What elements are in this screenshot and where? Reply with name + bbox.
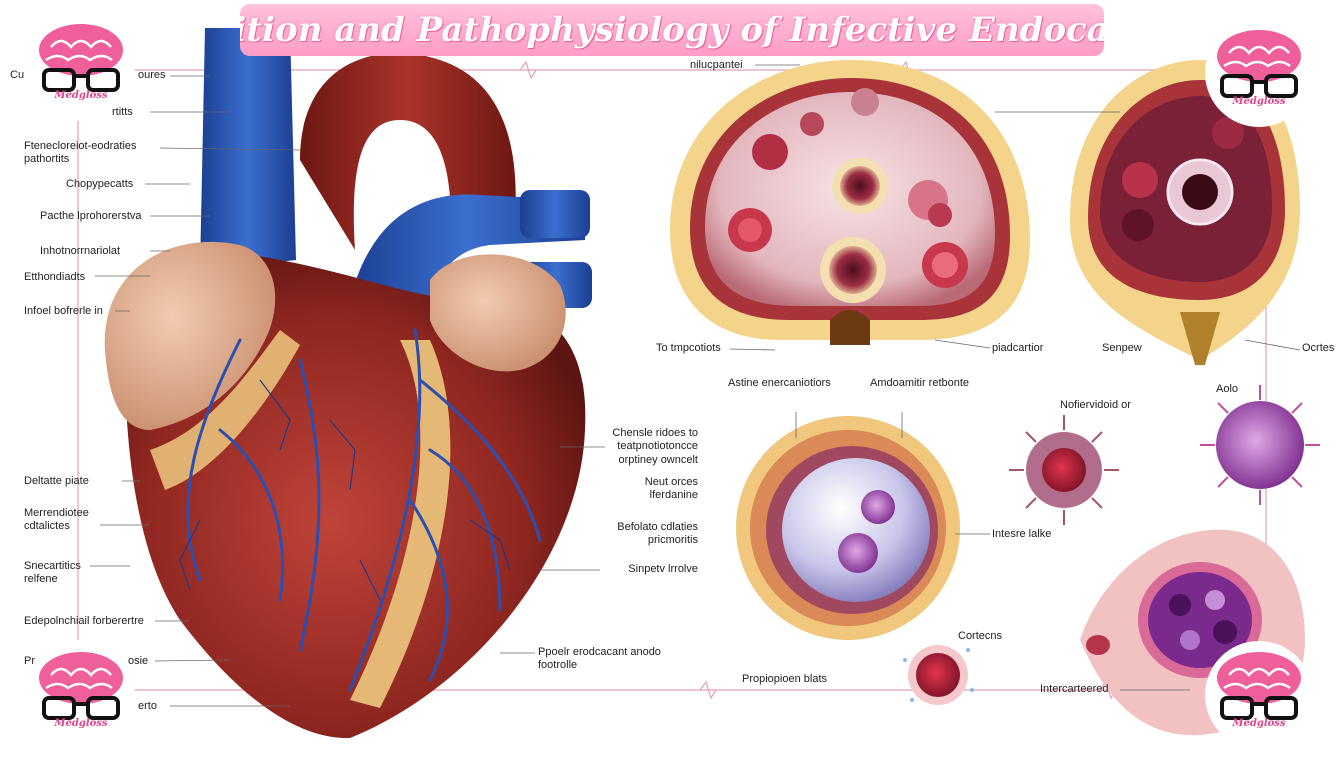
title-banner: Definition and Pathophysiology of Infect…: [240, 4, 1104, 56]
heart-label: Inhotnorrnariolat: [40, 245, 121, 257]
pathogen-small: [903, 645, 974, 705]
heart-label: orptiney owncelt: [618, 454, 699, 466]
brain-glasses-icon: [1205, 641, 1313, 749]
heart-label: Chopypecatts: [66, 178, 134, 190]
pathology-label: Amdoamitir retbonte: [870, 377, 970, 389]
pathology-label: Aolo: [1216, 383, 1239, 395]
heart-label: Snecartitics: [24, 560, 81, 572]
brand-name: Medgloss: [54, 90, 108, 101]
valve-section-1: [670, 60, 1030, 345]
pathology-label: nilucpantei: [690, 59, 743, 71]
coronary-vessels-fine: [179, 379, 511, 601]
coronary-vessels: [186, 328, 542, 692]
heart-label: footrolle: [538, 659, 578, 671]
brain-glasses-icon: [1205, 19, 1313, 127]
heart-label: pricmoritis: [647, 534, 698, 546]
brain-glasses-icon: [27, 641, 135, 749]
pathogen-red: [1009, 415, 1119, 525]
bacteria-cluster-a: [861, 490, 895, 524]
pathology-label: Cortecns: [958, 630, 1003, 642]
lesion-e: [851, 88, 879, 116]
brand-logo-top-right: Medgloss: [1204, 18, 1314, 128]
brand-logo-bottom-left: Medgloss: [26, 640, 136, 750]
heart-label: Pacthe lprohorerstva: [40, 210, 142, 222]
brand-name: Medgloss: [1232, 718, 1286, 729]
page-title: Definition and Pathophysiology of Infect…: [240, 10, 1104, 50]
valve-section-2: [1070, 60, 1300, 365]
brand-logo-top-left: Medgloss: [26, 12, 136, 122]
heart-label: erto: [138, 700, 157, 712]
heart-label: Ftenecloreiot-eodraties: [24, 140, 137, 152]
pathology-label: Intercarteered: [1040, 683, 1109, 695]
pathogen-purple: [1200, 385, 1320, 505]
heart-label: lferdanine: [649, 489, 698, 501]
heart-label: rtitts: [112, 106, 133, 118]
pulmonary-branch-upper: [520, 190, 590, 238]
heart-label: Edepolnchiail forberertre: [24, 615, 144, 627]
heart-label: Deltatte piate: [24, 475, 89, 487]
brand-name: Medgloss: [1232, 96, 1286, 107]
leader-lines-center: [500, 446, 605, 654]
heart-label: teatpnotiotoncce: [617, 440, 698, 452]
lesion-f: [800, 112, 824, 136]
pathology-label: To tmpcotiots: [656, 342, 721, 354]
right-atrium: [104, 241, 276, 430]
heart-label: Pr: [24, 655, 35, 667]
leader-lines-left: [90, 75, 301, 707]
heart-label: Cu: [10, 69, 25, 81]
pathology-label: piadcartior: [992, 342, 1044, 354]
brand-logo-bottom-right: Medgloss: [1204, 640, 1314, 750]
brain-glasses-icon: [27, 13, 135, 121]
pathology-label: Nofiervidoid or: [1060, 399, 1131, 411]
heart-label: pathortits: [24, 153, 70, 165]
vessel-cross-section: [736, 412, 960, 640]
heart-label: Infoel bofrerle in: [24, 305, 103, 317]
heart-label: Befolato cdlaties: [617, 521, 698, 533]
heart-label: Chensle ridoes to: [612, 427, 698, 439]
pathology-label: Propiopioen blats: [742, 673, 828, 685]
heart-label: Neut orces: [644, 476, 698, 488]
pathology-label: Ocrtes: [1302, 342, 1335, 354]
pathology-label: Senpew: [1102, 342, 1142, 354]
leader-lines-right: [729, 64, 1301, 691]
heart-label: Ppoelr erodcacant anodo: [538, 646, 661, 658]
lesion-b: [752, 134, 788, 170]
heart-label: osie: [128, 655, 149, 667]
heart-label: Etthondiadts: [24, 271, 86, 283]
pathology-label: Astine enercaniotiors: [728, 377, 831, 389]
heart-illustration: [104, 28, 592, 739]
pathology-label: Intesre lalke: [992, 528, 1052, 540]
coronary-fat-band: [350, 340, 451, 708]
coronary-fat-band-right: [150, 330, 300, 490]
heart-label: Sinpetv lrrolve: [628, 563, 698, 575]
heart-label: Merrendiotee: [24, 507, 89, 519]
heart-label: cdtalictes: [24, 520, 70, 532]
heart-label: relfene: [24, 573, 58, 585]
heart-label: oures: [138, 69, 166, 81]
brand-name: Medgloss: [54, 718, 108, 729]
bacteria-cluster-b: [838, 533, 878, 573]
left-atrium: [430, 254, 566, 372]
